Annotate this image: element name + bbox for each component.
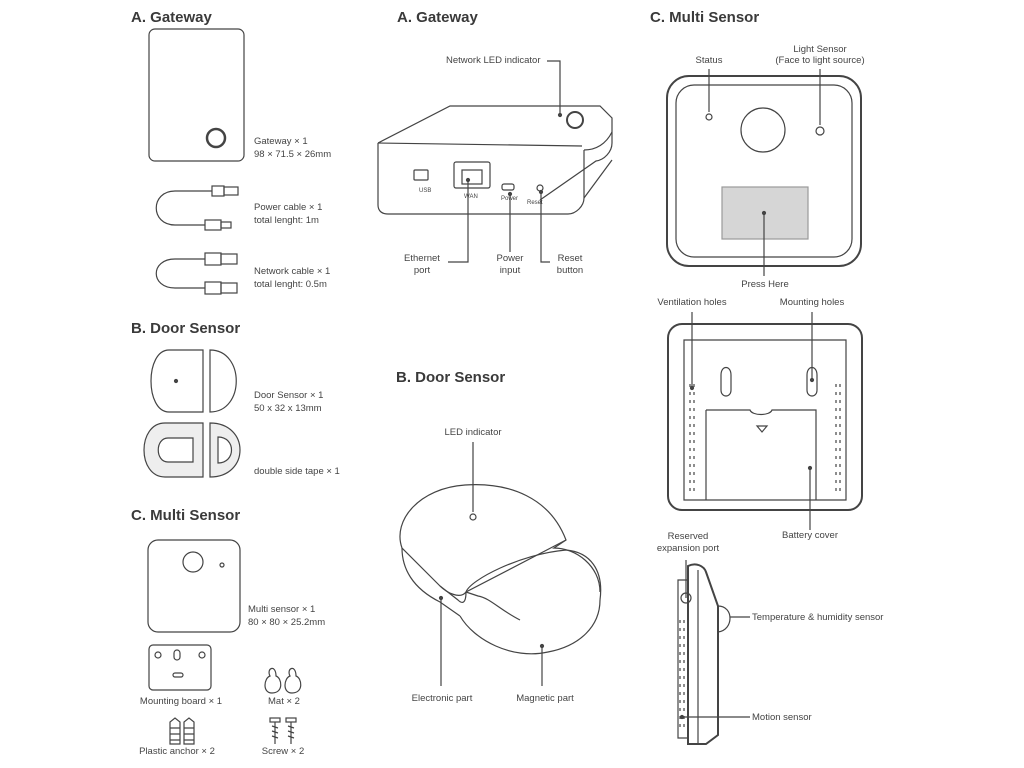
multi-sensor-back-view xyxy=(667,323,863,511)
left-door-title: B. Door Sensor xyxy=(131,320,241,337)
left-multi-title: C. Multi Sensor xyxy=(131,507,241,524)
wan-port-label: WAN xyxy=(464,194,478,200)
usb-port-label: USB xyxy=(419,188,432,194)
light-sensor-label-2: (Face to light source) xyxy=(775,55,865,66)
ethernet-port-label-1: Ethernet xyxy=(404,253,440,264)
power-cable-length: total lenght: 1m xyxy=(254,215,319,226)
door-sensor-3d-view xyxy=(399,484,602,655)
network-cable-label: Network cable × 1 xyxy=(254,266,331,277)
multi-sensor-side-view xyxy=(677,563,731,745)
multi-sensor-front-leader-lines xyxy=(708,69,821,276)
multi-sensor-count-label: Multi sensor × 1 xyxy=(248,604,316,615)
mounting-board-icon xyxy=(148,644,212,691)
reserved-port-label-1: Reserved xyxy=(667,531,709,542)
anchor-label: Plastic anchor × 2 xyxy=(139,746,215,757)
tape-label: double side tape × 1 xyxy=(254,466,340,477)
ventilation-holes-label: Ventilation holes xyxy=(657,297,727,308)
gateway-dims-label: 98 × 71.5 × 26mm xyxy=(254,149,332,160)
multi-sensor-dims-label: 80 × 80 × 25.2mm xyxy=(248,617,326,628)
middle-gateway-title: A. Gateway xyxy=(397,9,478,26)
electronic-part-label: Electronic part xyxy=(411,693,473,704)
reserved-port-label-2: expansion port xyxy=(656,543,720,554)
mounting-holes-label: Mounting holes xyxy=(779,297,845,308)
door-sensor-dims-label: 50 x 32 x 13mm xyxy=(254,403,322,414)
mounting-board-label: Mounting board × 1 xyxy=(139,696,223,707)
left-gateway-title: A. Gateway xyxy=(131,9,212,26)
multi-sensor-side-leader-lines xyxy=(679,560,750,720)
reset-button-label-2: button xyxy=(556,265,584,276)
power-cable-icon xyxy=(155,185,239,231)
led-indicator-label: LED indicator xyxy=(444,427,502,438)
mat-label: Mat × 2 xyxy=(268,696,300,707)
double-side-tape-icon xyxy=(143,422,241,478)
reset-button-label-1: Reset xyxy=(557,253,583,264)
network-led-label: Network LED indicator xyxy=(446,55,541,66)
door-sensor-leader-lines xyxy=(438,442,545,686)
temp-humidity-label: Temperature & humidity sensor xyxy=(752,612,884,623)
plastic-anchor-icon xyxy=(169,717,195,745)
power-port-label: Power xyxy=(501,196,519,202)
gateway-top-view xyxy=(148,28,245,162)
light-sensor-label-1: Light Sensor xyxy=(793,44,847,55)
motion-sensor-label: Motion sensor xyxy=(752,712,812,723)
battery-cover-label: Battery cover xyxy=(782,530,838,541)
power-cable-label: Power cable × 1 xyxy=(254,202,323,213)
multi-sensor-small-view xyxy=(147,539,241,633)
gateway-count-label: Gateway × 1 xyxy=(254,136,308,147)
network-cable-length: total lenght: 0.5m xyxy=(254,279,327,290)
status-label: Status xyxy=(695,55,723,66)
press-here-label: Press Here xyxy=(741,279,789,290)
ethernet-port-label-2: port xyxy=(413,265,431,276)
right-multi-title: C. Multi Sensor xyxy=(650,9,760,26)
screw-label: Screw × 2 xyxy=(261,746,305,757)
middle-door-title: B. Door Sensor xyxy=(396,369,506,386)
power-input-label-1: Power xyxy=(496,253,524,264)
gateway-leader-lines xyxy=(448,60,563,263)
magnetic-part-label: Magnetic part xyxy=(516,693,574,704)
gateway-3d-view xyxy=(377,105,613,215)
door-sensor-count-label: Door Sensor × 1 xyxy=(254,390,324,401)
door-sensor-top-view xyxy=(150,349,237,413)
power-input-label-2: input xyxy=(499,265,521,276)
mat-icon xyxy=(264,667,302,694)
multi-sensor-back-leader-lines xyxy=(689,312,815,530)
network-cable-icon xyxy=(155,252,238,295)
screw-icon xyxy=(269,717,297,744)
reset-port-label: Reset xyxy=(527,200,543,206)
